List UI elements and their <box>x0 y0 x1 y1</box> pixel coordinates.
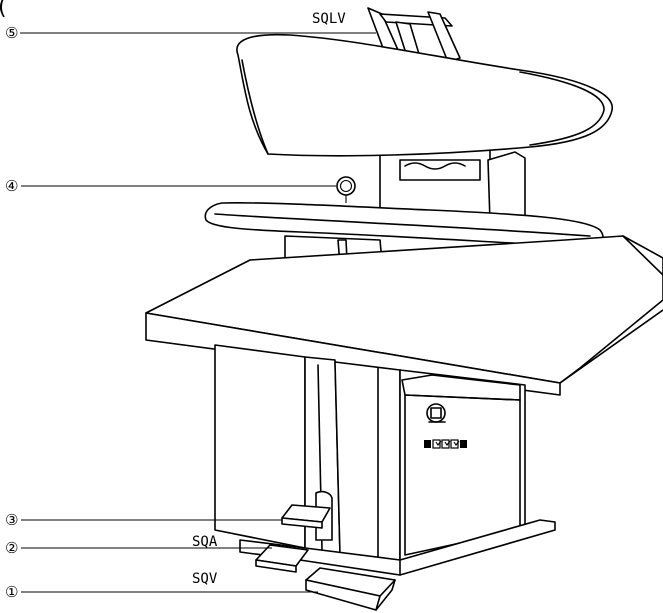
table-top <box>145 235 663 396</box>
upper-pressing-head <box>236 33 613 157</box>
callout-number-1: ① <box>5 583 18 601</box>
callout-2: ② SQA <box>5 534 272 557</box>
control-button <box>432 439 441 449</box>
label-sqa: SQA <box>192 534 218 550</box>
control-button <box>424 440 431 448</box>
lower-buck <box>204 202 604 247</box>
callout-4: ④ <box>5 177 336 195</box>
head-hinge-arms <box>367 7 461 67</box>
upper-foot-pedal <box>281 504 331 529</box>
callout-5: ⑤ SQLV <box>5 11 376 42</box>
control-button <box>460 440 467 448</box>
callout-1: ① SQV <box>5 571 318 601</box>
callout-number-5: ⑤ <box>5 24 18 42</box>
lower-foot-pedal <box>305 567 396 611</box>
upright-column <box>379 149 526 223</box>
control-panel <box>424 403 467 449</box>
callout-number-2: ② <box>5 539 18 557</box>
middle-foot-pedal <box>255 544 309 573</box>
header-fragment: ( <box>0 0 7 20</box>
pressure-gauge <box>336 176 356 203</box>
callout-3: ③ <box>5 511 282 529</box>
label-sqlv: SQLV <box>312 11 346 27</box>
control-button <box>450 439 459 449</box>
callout-number-4: ④ <box>5 177 18 195</box>
control-button <box>441 439 450 449</box>
callout-number-3: ③ <box>5 511 18 529</box>
label-sqv: SQV <box>192 571 218 587</box>
